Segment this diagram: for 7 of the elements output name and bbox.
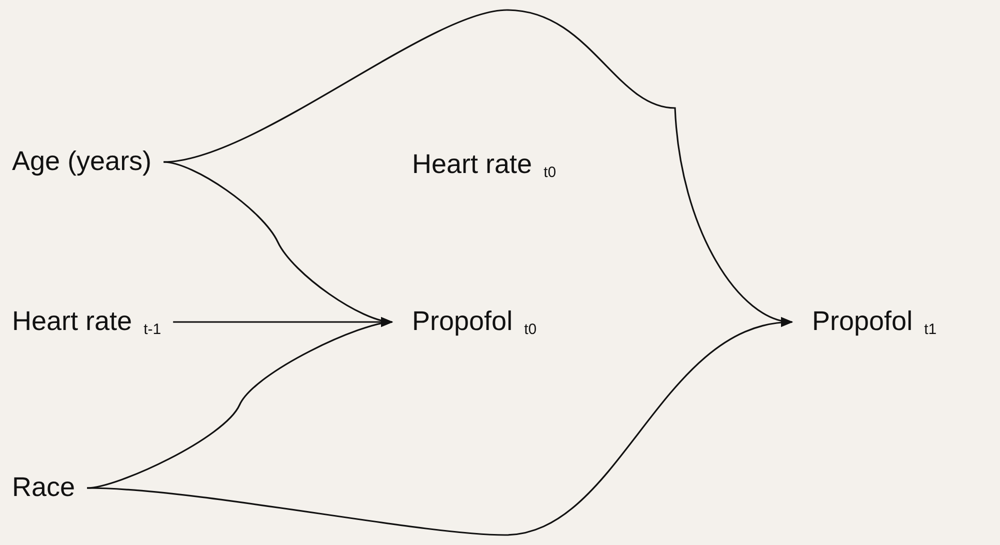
- arrow: [87, 318, 793, 536]
- node-label: Heart rate $_{t-1}$: [12, 308, 162, 335]
- node-label: Propofol $_{t0}$: [412, 308, 537, 335]
- node-label: Heart rate $_{t0}$: [412, 151, 556, 178]
- node-label: Race: [12, 474, 76, 501]
- node-label: Propofol $_{t1}$: [812, 308, 937, 335]
- node-label: Age (years): [12, 148, 152, 175]
